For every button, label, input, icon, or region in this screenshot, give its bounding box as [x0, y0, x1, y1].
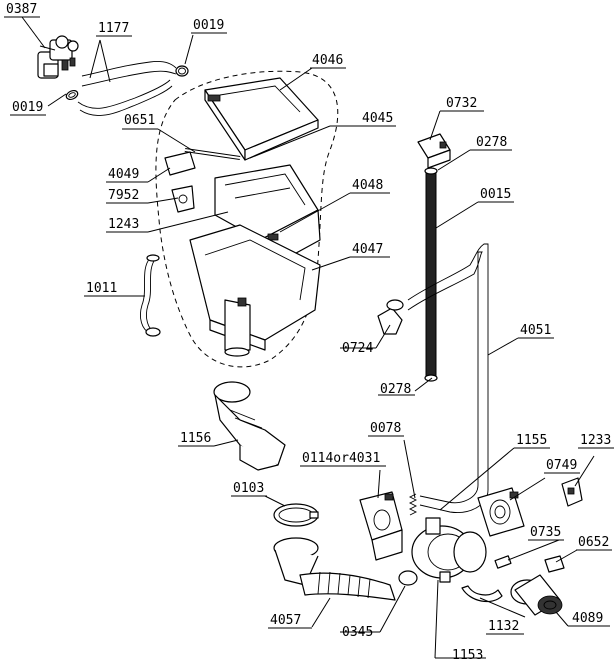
label-4047: 4047: [352, 242, 383, 257]
label-1156: 1156: [180, 431, 211, 446]
elbow-drawing: [377, 299, 404, 335]
small-hose-drawing: [139, 254, 161, 337]
label-1155: 1155: [516, 433, 547, 448]
pump-motor-left-drawing: [359, 491, 403, 561]
sump-hose-drawing: [273, 537, 396, 601]
label-0651: 0651: [124, 113, 155, 128]
label-4045: 4045: [362, 111, 393, 126]
label-0103: 0103: [233, 481, 264, 496]
label-1011: 1011: [86, 281, 117, 296]
pressure-switch-drawing: [417, 133, 451, 169]
dispenser-lid-drawing: [204, 77, 319, 161]
label-4057: 4057: [270, 613, 301, 628]
label-0732: 0732: [446, 96, 477, 111]
label-0019-left: 0019: [12, 100, 43, 115]
filter-drawing: [510, 574, 563, 616]
drain-hose-drawing: [407, 243, 489, 513]
label-0015: 0015: [480, 187, 511, 202]
label-0019-top: 0019: [193, 18, 224, 33]
gasket-drawing: [544, 555, 565, 573]
label-0735: 0735: [530, 525, 561, 540]
label-1153: 1153: [452, 648, 483, 663]
label-0278-bottom: 0278: [380, 382, 411, 397]
pump-housing-drawing: [411, 517, 487, 583]
label-0749: 0749: [546, 458, 577, 473]
clamp-ring-drawing: [273, 503, 319, 527]
label-1132: 1132: [488, 619, 519, 634]
clip-drawing: [561, 477, 583, 507]
label-4048: 4048: [352, 178, 383, 193]
label-0078: 0078: [370, 421, 401, 436]
seal-parts-drawing: [461, 555, 512, 603]
drain-bellow-drawing: [213, 381, 286, 471]
small-clamp-drawing: [398, 570, 418, 586]
label-7952: 7952: [108, 188, 139, 203]
label-0278-top: 0278: [476, 135, 507, 150]
label-0114or4031: 0114or4031: [302, 451, 380, 466]
label-1177: 1177: [98, 21, 129, 36]
label-1233: 1233: [580, 433, 611, 448]
label-4051: 4051: [520, 323, 551, 338]
leader-lines: [39, 34, 595, 659]
inlet-hose-drawing: [77, 61, 177, 117]
dispenser-housing-drawing: [189, 224, 321, 357]
spring-drawing: [408, 493, 418, 516]
pressure-tube-drawing: [424, 167, 438, 382]
inlet-valve-drawing: [37, 35, 79, 79]
part-labels: 0387 1177 0019 0019 4046 4045 0651 4049 …: [4, 2, 614, 663]
pump-motor-right-drawing: [477, 487, 525, 537]
hose-clamp-drawing: [65, 65, 189, 101]
label-4046: 4046: [312, 53, 343, 68]
dispenser-small-parts-drawing: [164, 151, 196, 213]
label-0652: 0652: [578, 535, 609, 550]
label-4089: 4089: [572, 611, 603, 626]
label-4049: 4049: [108, 167, 139, 182]
label-1243: 1243: [108, 217, 139, 232]
label-0387: 0387: [6, 2, 37, 17]
